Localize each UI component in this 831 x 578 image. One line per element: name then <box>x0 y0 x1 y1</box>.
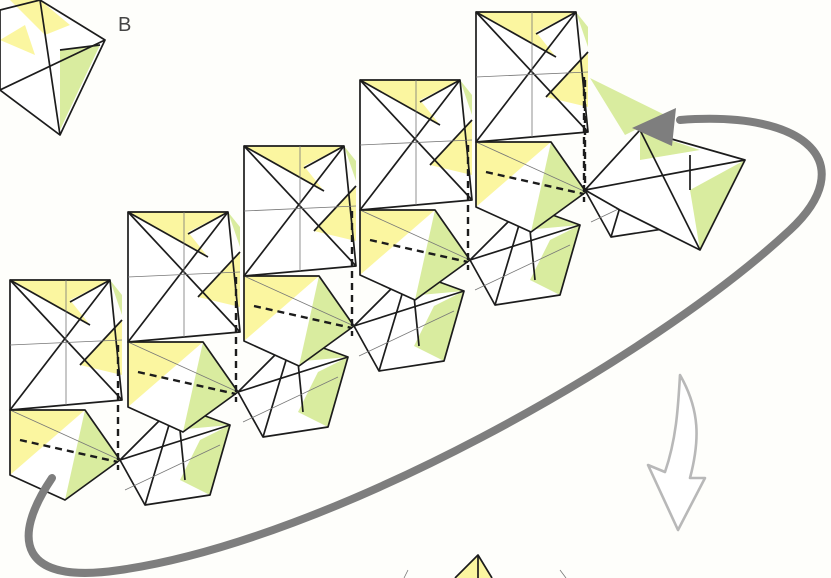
label-b: B <box>118 14 131 37</box>
next-step-figure <box>404 555 566 578</box>
partial-module-b <box>0 0 105 135</box>
turn-over-arrow-icon <box>648 375 705 530</box>
